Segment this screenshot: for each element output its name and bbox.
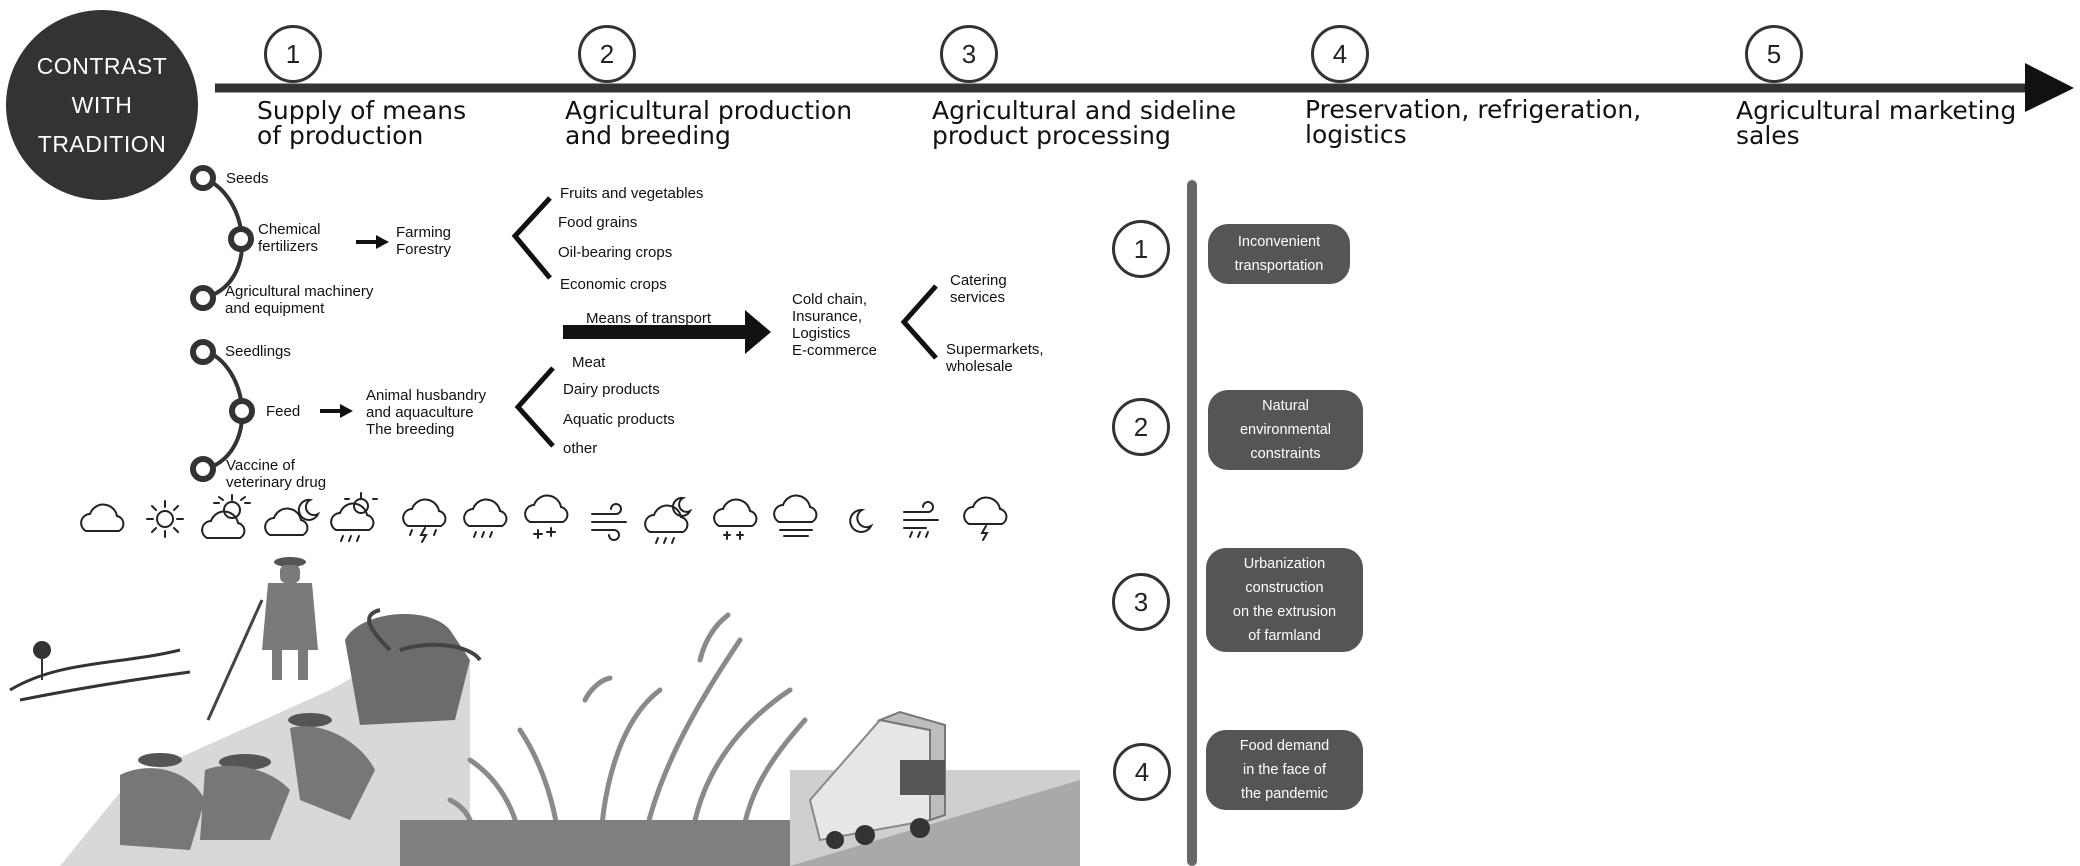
problem-1-pill: Inconvenient transportation bbox=[1208, 224, 1350, 284]
stage-1-label: Supply of means of production bbox=[257, 96, 467, 150]
sleet-icon bbox=[713, 498, 758, 540]
crop-item: Fruits and vegetables bbox=[560, 185, 704, 202]
supply-machinery-label: Agricultural machinery and equipment bbox=[225, 283, 374, 317]
weather-icon-row bbox=[80, 492, 1008, 544]
stage-4-number: 4 bbox=[1311, 25, 1369, 83]
timeline-arrowhead bbox=[2025, 63, 2074, 112]
problem-3-pill: Urbanization construction on the extrusi… bbox=[1206, 548, 1363, 652]
stage-3-number: 3 bbox=[940, 25, 998, 83]
rain-icon bbox=[463, 498, 508, 538]
moon-icon bbox=[849, 508, 874, 533]
sun-icon bbox=[146, 500, 184, 538]
contrast-with-tradition-badge: CONTRAST WITH TRADITION bbox=[6, 10, 198, 200]
thunder-rain-icon bbox=[402, 498, 447, 543]
problem-4-number: 4 bbox=[1113, 743, 1171, 801]
supply-feed-label: Feed bbox=[266, 403, 301, 420]
sales-supermarkets-label: Supermarkets, wholesale bbox=[946, 341, 1044, 375]
animal-husbandry-label: Animal husbandry and aquaculture The bre… bbox=[366, 387, 487, 438]
farming-forestry-label: Farming Forestry bbox=[396, 224, 452, 258]
transport-arrow bbox=[563, 310, 771, 354]
sun-rain-cloud-icon bbox=[330, 492, 378, 542]
farmers-planting bbox=[120, 713, 375, 850]
moon-rain-icon bbox=[644, 496, 693, 544]
processing-services-label: Cold chain, Insurance, Logistics E-comme… bbox=[792, 291, 878, 359]
supply-vaccine-label: Vaccine of veterinary drug bbox=[226, 457, 327, 491]
arrow-to-farming bbox=[356, 235, 389, 249]
animal-product-item: Meat bbox=[572, 354, 606, 371]
arrow-to-animal bbox=[320, 404, 353, 418]
problems-divider-bar bbox=[1187, 180, 1197, 866]
stage-4-label: Preservation, refrigeration, logistics bbox=[1305, 95, 1642, 149]
problem-2-pill: Natural environmental constraints bbox=[1208, 390, 1363, 470]
problem-1-number: 1 bbox=[1112, 220, 1170, 278]
supply-upper-nodes bbox=[190, 165, 254, 311]
problem-2-number: 2 bbox=[1112, 398, 1170, 456]
farmer-standing bbox=[206, 557, 318, 721]
fog-icon bbox=[773, 494, 818, 537]
water-buffalo bbox=[345, 608, 482, 725]
animal-product-item: Dairy products bbox=[563, 381, 660, 398]
moon-cloud-icon bbox=[264, 498, 321, 536]
snow-icon bbox=[524, 494, 569, 539]
problem-3-number: 3 bbox=[1112, 573, 1170, 631]
sales-catering-label: Catering services bbox=[950, 272, 1007, 306]
crop-item: Economic crops bbox=[560, 276, 667, 293]
stage-5-number: 5 bbox=[1745, 25, 1803, 83]
supply-lower-nodes bbox=[190, 339, 255, 482]
crops-bracket bbox=[511, 196, 552, 280]
truck-image bbox=[790, 710, 1080, 866]
supply-fertilizers-label: Chemical fertilizers bbox=[258, 221, 321, 255]
supply-seeds-label: Seeds bbox=[226, 170, 269, 187]
stage-1-number: 1 bbox=[264, 25, 322, 83]
means-of-transport-label: Means of transport bbox=[586, 310, 712, 327]
animal-product-item: Aquatic products bbox=[563, 411, 675, 428]
wind-icon bbox=[591, 503, 627, 541]
supply-seedlings-label: Seedlings bbox=[225, 343, 291, 360]
animal-products-bracket bbox=[514, 366, 555, 448]
sun-cloud-icon bbox=[201, 494, 251, 539]
crop-item: Food grains bbox=[558, 214, 638, 231]
stage-5-label: Agricultural marketing sales bbox=[1736, 96, 2017, 150]
wind-rain-icon bbox=[903, 501, 939, 538]
sales-bracket bbox=[900, 284, 938, 360]
stage-2-label: Agricultural production and breeding bbox=[565, 96, 853, 150]
problem-4-pill: Food demand in the face of the pandemic bbox=[1206, 730, 1363, 810]
crop-item: Oil-bearing crops bbox=[558, 244, 673, 261]
thunderstorm-icon bbox=[963, 496, 1008, 541]
stage-3-label: Agricultural and sideline product proces… bbox=[932, 96, 1237, 150]
animal-product-item: other bbox=[563, 440, 598, 457]
stage-2-number: 2 bbox=[578, 25, 636, 83]
cloud-icon bbox=[80, 503, 125, 532]
